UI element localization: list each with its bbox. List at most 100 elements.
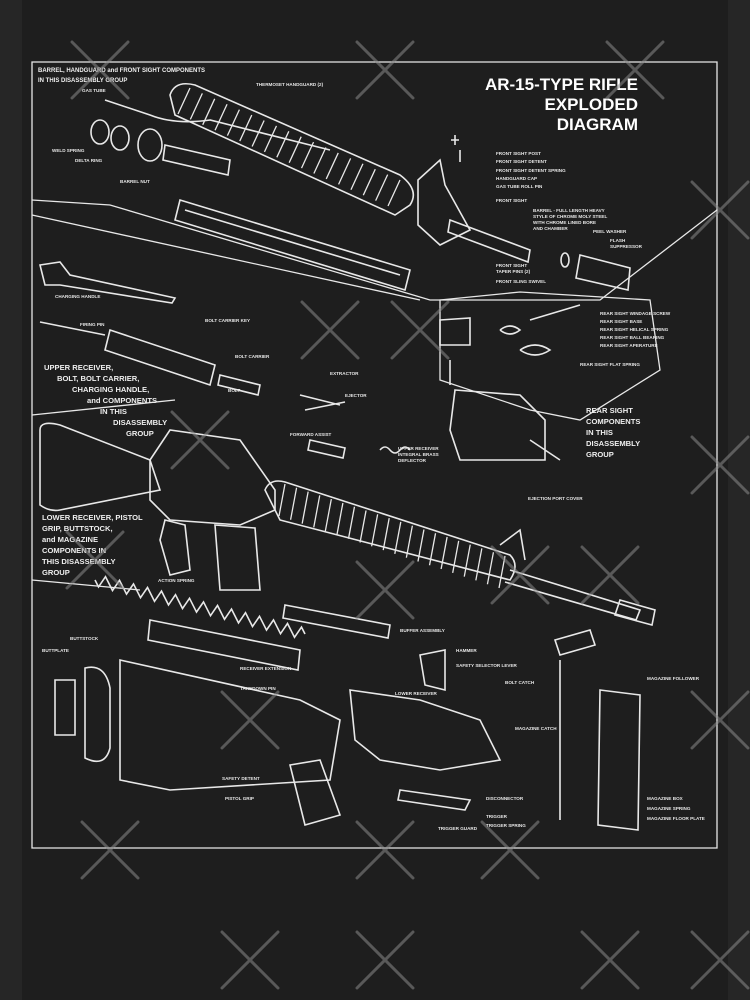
label-magazine-floor-plate: MAGAZINE FLOOR PLATE <box>647 816 705 821</box>
handguard-rib <box>177 87 191 115</box>
bolt-carrier <box>104 328 216 387</box>
upper-group-caption-3: CHARGING HANDLE, <box>72 385 149 394</box>
label-front-sling-swivel: FRONT SLING SWIVEL <box>496 279 546 284</box>
label-gas-tube-roll-pin: GAS TUBE ROLL PIN <box>496 184 543 189</box>
buffer-tube <box>147 619 301 671</box>
handguard-rib <box>359 510 367 543</box>
label-bolt-carrier: BOLT CARRIER <box>235 354 270 359</box>
label-barrel-nut: BARREL NUT <box>120 179 150 184</box>
watermark-x-mark <box>480 820 540 880</box>
lower-group-caption-3: and MAGAZINE <box>42 535 98 544</box>
watermark-x-mark <box>65 530 125 590</box>
handguard-rib <box>313 147 327 174</box>
handguard-rib <box>463 544 471 577</box>
watermark-x-mark <box>220 930 280 990</box>
handguard-rib <box>382 517 390 551</box>
weld-spring <box>110 125 130 151</box>
label-front-sight-post: FRONT SIGHT POST <box>496 151 541 156</box>
upper-group-caption-6: DISASSEMBLY <box>113 418 167 427</box>
buttstock <box>119 659 341 791</box>
front-sight-post <box>451 135 461 162</box>
barrel-extension <box>162 144 231 176</box>
watermark-x-mark <box>355 560 415 620</box>
label-ejector: EJECTOR <box>345 393 367 398</box>
label-upper-receiver-1: UPPER RECEIVER <box>398 446 439 451</box>
frame-border <box>31 61 718 849</box>
handguard-top <box>169 82 415 216</box>
magazine-box <box>597 689 641 831</box>
watermark-x-mark <box>605 40 665 100</box>
handguard-rib <box>214 103 228 131</box>
handguard-rib <box>189 93 203 120</box>
label-magazine-follower: MAGAZINE FOLLOWER <box>647 676 700 681</box>
watermark-x-mark <box>580 930 640 990</box>
buttplate <box>84 666 111 763</box>
label-buttplate: BUTTPLATE <box>42 648 69 653</box>
label-rs-ball-bearing: REAR SIGHT BALL BEARING <box>600 335 665 340</box>
peel-washer <box>560 252 570 268</box>
watermark-x-mark <box>690 930 750 990</box>
handguard-rib <box>324 499 332 532</box>
upper-receiver <box>449 389 561 461</box>
watermark-x-mark <box>355 930 415 990</box>
firing-pin <box>39 321 106 336</box>
watermark-x-mark <box>355 820 415 880</box>
barrel-group-boundary <box>31 199 718 301</box>
hammer <box>419 649 446 692</box>
label-trigger-guard: TRIGGER GUARD <box>438 826 478 831</box>
handguard-rib <box>313 495 321 528</box>
watermark-x-mark <box>170 410 230 470</box>
label-trigger: TRIGGER <box>486 814 508 819</box>
label-hammer: HAMMER <box>456 648 477 653</box>
handguard-rib <box>300 141 315 169</box>
handguard-rib <box>387 179 401 207</box>
label-taper-pins-2: TAPER PINS (2) <box>496 269 531 274</box>
handguard-rib <box>350 163 364 191</box>
watermark-x-mark <box>390 300 450 360</box>
label-rs-windage-screw: REAR SIGHT WINDAGE SCREW <box>600 311 671 316</box>
handguard-rib <box>362 168 376 196</box>
upper-group-caption-1: UPPER RECEIVER, <box>44 363 113 372</box>
label-buffer-assembly: BUFFER ASSEMBLY <box>400 628 445 633</box>
handguard-rib <box>276 131 290 158</box>
rear-sight-caption-5: GROUP <box>586 450 614 459</box>
title-line-1: AR-15-TYPE RIFLE <box>485 75 638 94</box>
label-buttstock: BUTTSTOCK <box>70 636 99 641</box>
handguard-bottom <box>174 198 411 292</box>
front-sight <box>417 158 472 246</box>
label-front-sight-detent: FRONT SIGHT DETENT <box>496 159 547 164</box>
handguard-rib <box>440 536 448 570</box>
rear-sight-caption-3: IN THIS <box>586 428 613 437</box>
handguard-rib <box>336 502 344 536</box>
handguard-rib <box>289 487 298 520</box>
upper-group-caption-5: IN THIS <box>100 407 127 416</box>
handguard-rib <box>226 109 241 136</box>
barrel-group-caption-1: BARREL, HANDGUARD and FRONT SIGHT COMPON… <box>38 68 205 74</box>
upper-group-caption-2: BOLT, BOLT CARRIER, <box>57 374 139 383</box>
watermark-x-mark <box>580 545 640 605</box>
title-line-2: EXPLODED <box>544 95 638 114</box>
upper-group-caption-4: and COMPONENTS <box>87 396 157 405</box>
handguard-rib <box>394 521 402 555</box>
lower-group-caption-2: GRIP, BUTTSTOCK, <box>42 524 113 533</box>
label-peel-washer: PEEL WASHER <box>593 229 627 234</box>
handguard-rib <box>263 125 278 153</box>
access-door <box>54 679 76 736</box>
label-barrel-3: WITH CHROME LINED BORE <box>533 220 596 225</box>
magazine-follower <box>553 629 597 656</box>
barrel-nut <box>137 128 163 162</box>
handguard-rib <box>251 120 265 147</box>
handguard-rib <box>417 529 425 562</box>
label-delta-ring: DELTA RING <box>75 158 103 163</box>
barrel <box>447 218 531 264</box>
upper-group-caption-7: GROUP <box>126 429 154 438</box>
handguard-rib <box>370 514 379 547</box>
poster <box>22 0 728 1000</box>
barrel-group-caption-2: IN THIS DISASSEMBLY GROUP <box>38 78 127 84</box>
label-lower-receiver: LOWER RECEIVER <box>395 691 438 696</box>
extractor <box>299 394 346 411</box>
label-weld-spring: WELD SPRING <box>52 148 85 153</box>
watermark-x-mark <box>80 820 140 880</box>
label-safety-selector: SAFETY SELECTOR LEVER <box>456 663 518 668</box>
